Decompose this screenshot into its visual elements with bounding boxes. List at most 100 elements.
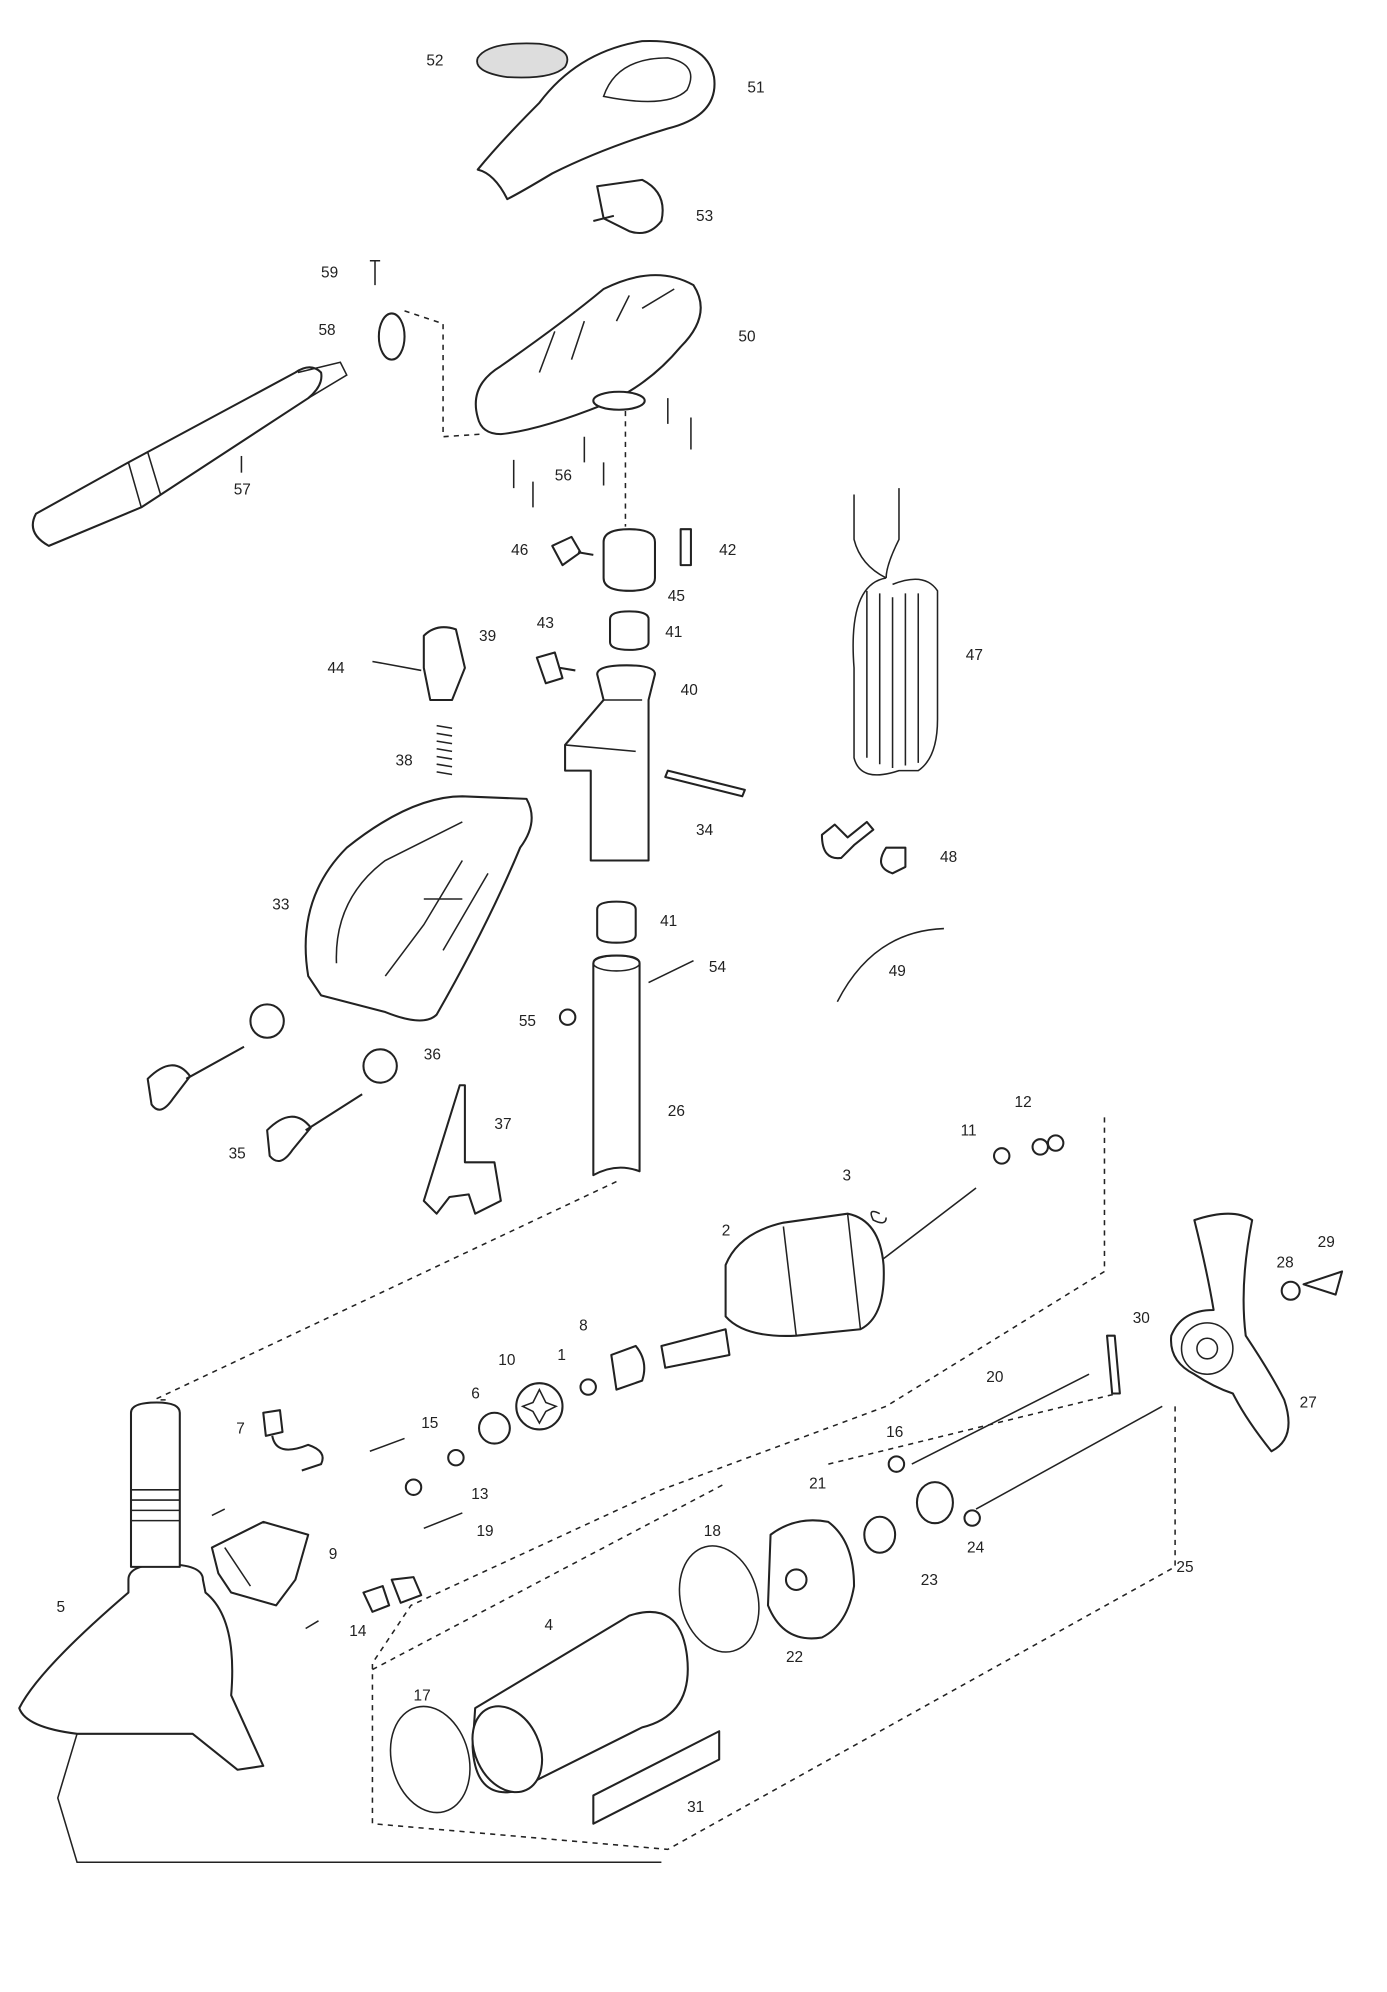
- part-9-brush-holder: [210, 1520, 310, 1607]
- part-22-seal: [784, 1568, 808, 1591]
- part-15-ring: [447, 1448, 465, 1467]
- label-7: 7: [236, 1420, 245, 1437]
- label-15: 15: [421, 1415, 438, 1432]
- label-33: 33: [272, 896, 289, 913]
- label-26: 26: [668, 1103, 685, 1120]
- part-37-key: [422, 1084, 502, 1215]
- label-6: 6: [471, 1386, 480, 1403]
- label-25: 25: [1176, 1559, 1193, 1576]
- label-22: 22: [786, 1649, 803, 1666]
- part-36-washer-lower: [362, 1048, 398, 1084]
- label-2: 2: [722, 1223, 731, 1240]
- motor-assembly: [18, 1117, 1344, 1864]
- part-31-label: [592, 1730, 721, 1825]
- part-18-o-ring: [678, 1545, 760, 1653]
- label-23: 23: [921, 1572, 938, 1589]
- part-1-ball: [579, 1378, 597, 1396]
- part-33-mount-bracket: [304, 795, 533, 1022]
- label-21: 21: [809, 1476, 826, 1493]
- part-59-screw: [369, 259, 381, 286]
- part-36-washer-upper: [249, 1003, 285, 1039]
- part-25-through-bolt: [975, 1405, 1163, 1510]
- part-16-ring: [887, 1455, 906, 1473]
- part-50-head-housing: [474, 274, 702, 436]
- part-52-pad: [476, 42, 569, 79]
- part-57-tiller-handle: [31, 366, 323, 547]
- label-1: 1: [557, 1347, 566, 1364]
- part-8-bearing: [610, 1344, 646, 1391]
- cable-assembly: [820, 488, 944, 1003]
- label-30: 30: [1133, 1310, 1150, 1327]
- label-14: 14: [349, 1623, 367, 1640]
- label-13: 13: [471, 1486, 488, 1503]
- label-16: 16: [886, 1424, 903, 1441]
- label-40: 40: [681, 682, 698, 699]
- label-9: 9: [329, 1546, 338, 1563]
- part-17-o-ring: [389, 1705, 471, 1814]
- label-20: 20: [986, 1369, 1003, 1386]
- part-58-disc: [377, 312, 406, 361]
- part-24-spacer: [915, 1481, 954, 1525]
- part-53-switch: [593, 178, 664, 235]
- part-45-collar: [602, 528, 656, 592]
- label-39: 39: [479, 628, 496, 645]
- part-5-lower-unit: [18, 1563, 265, 1771]
- label-36: 36: [424, 1047, 441, 1064]
- label-59: 59: [321, 264, 338, 281]
- part-3-clip: [870, 1210, 887, 1224]
- part-56-screws: [512, 398, 692, 508]
- part-35-knob-upper: [146, 1045, 245, 1111]
- part-7-brush: [262, 1409, 324, 1472]
- label-44: 44: [327, 660, 345, 677]
- label-45: 45: [668, 588, 685, 605]
- part-51-top-cover: [476, 40, 716, 201]
- label-51: 51: [747, 80, 764, 97]
- part-48-wrench: [820, 820, 907, 875]
- part-6-bearing: [478, 1411, 511, 1445]
- part-35-knob-lower: [266, 1093, 363, 1163]
- part-11-washer: [992, 1147, 1011, 1165]
- part-23-spacer: [863, 1515, 897, 1554]
- part-21-end-cap: [766, 1519, 856, 1640]
- label-53: 53: [696, 208, 713, 225]
- part-34-rod: [664, 769, 746, 798]
- part-41-bushing-lower: [596, 900, 637, 944]
- label-54: 54: [709, 959, 727, 976]
- part-54-screw: [648, 959, 694, 984]
- part-42-clip: [679, 528, 692, 567]
- label-31: 31: [687, 1799, 704, 1816]
- label-24: 24: [967, 1540, 985, 1557]
- part-12-washer-b: [1046, 1134, 1065, 1152]
- part-38-spring: [436, 724, 453, 776]
- part-2-armature: [724, 1212, 885, 1337]
- label-35: 35: [229, 1145, 246, 1162]
- part-number-labels: 52 51 53 59 58 50 57 56 46 42 45 43 41 3…: [57, 53, 1335, 1817]
- label-46: 46: [511, 542, 528, 559]
- part-29-prop-nut: [1302, 1270, 1344, 1296]
- label-57: 57: [234, 481, 251, 498]
- label-10: 10: [498, 1352, 515, 1369]
- label-4: 4: [545, 1617, 554, 1634]
- bracket-assembly: [146, 528, 746, 1401]
- part-41-bushing-upper: [608, 610, 650, 651]
- label-58: 58: [318, 322, 335, 339]
- part-28-washer: [1280, 1280, 1301, 1301]
- part-47-power-cable: [852, 488, 939, 776]
- label-38: 38: [396, 752, 413, 769]
- part-46-knob: [551, 535, 594, 567]
- label-37: 37: [494, 1116, 511, 1133]
- part-55-washer: [558, 1008, 577, 1026]
- part-39-lever: [422, 626, 466, 702]
- label-41b: 41: [660, 913, 677, 930]
- label-19: 19: [476, 1523, 493, 1540]
- label-41: 41: [665, 624, 682, 641]
- label-27: 27: [1300, 1395, 1317, 1412]
- label-28: 28: [1277, 1255, 1294, 1272]
- label-42: 42: [719, 542, 736, 559]
- part-44-pin: [372, 660, 422, 672]
- part-27-propeller: [1170, 1212, 1290, 1453]
- label-56: 56: [555, 467, 572, 484]
- label-11: 11: [961, 1122, 977, 1139]
- label-55: 55: [519, 1013, 536, 1030]
